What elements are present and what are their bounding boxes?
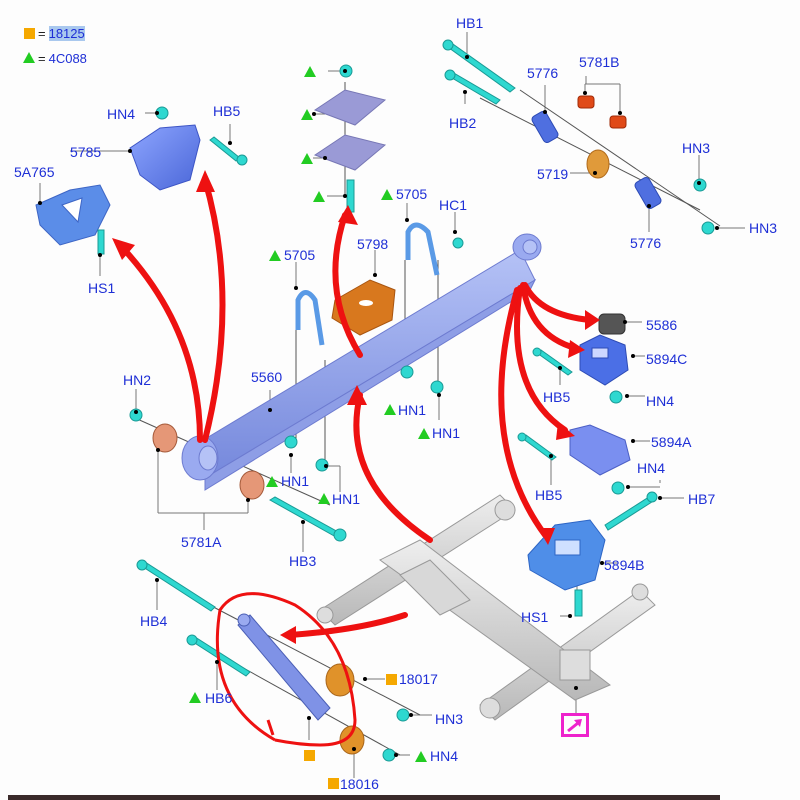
triangle-marker-icon xyxy=(23,52,35,63)
triangle-marker-icon xyxy=(301,109,313,120)
label-5776-bottom[interactable]: 5776 xyxy=(630,235,662,251)
fasteners xyxy=(97,39,715,762)
label-18017[interactable]: 18017 xyxy=(399,671,438,687)
triangle-marker-icon xyxy=(266,476,278,487)
bracket-5785 xyxy=(129,124,201,191)
square-marker-icon xyxy=(386,674,397,685)
label-5894a[interactable]: 5894A xyxy=(651,434,692,450)
label-hb5-top[interactable]: HB5 xyxy=(213,103,241,119)
label-hs1-bottom[interactable]: HS1 xyxy=(521,609,549,625)
spacer-plates xyxy=(313,89,387,171)
label-5719[interactable]: 5719 xyxy=(537,166,569,182)
label-5776-top[interactable]: 5776 xyxy=(527,65,559,81)
bottom-border xyxy=(8,795,720,800)
triangle-marker-icon xyxy=(381,189,393,200)
label-hs1-top[interactable]: HS1 xyxy=(88,280,116,296)
triangle-marker-icon xyxy=(304,66,316,77)
label-5705-left[interactable]: 5705 xyxy=(284,247,316,263)
label-hb5-mid[interactable]: HB5 xyxy=(543,389,571,405)
u-bolts-5705 xyxy=(295,222,440,346)
arrow-up-right-icon xyxy=(567,719,582,733)
label-5894b[interactable]: 5894B xyxy=(604,557,645,573)
label-hn4-bottom[interactable]: HN4 xyxy=(430,748,459,764)
triangle-marker-icon xyxy=(189,692,201,703)
label-5586[interactable]: 5586 xyxy=(646,317,678,333)
bracket-5894c xyxy=(579,334,629,386)
label-5798[interactable]: 5798 xyxy=(357,236,389,252)
bracket-5894a xyxy=(569,424,631,476)
triangle-marker-icon xyxy=(301,153,313,164)
bracket-5a765 xyxy=(35,184,111,246)
label-5705-right[interactable]: 5705 xyxy=(396,186,428,202)
label-hn4-top[interactable]: HN4 xyxy=(107,106,136,122)
label-5785[interactable]: 5785 xyxy=(70,144,102,160)
label-hn3-b[interactable]: HN3 xyxy=(749,220,778,236)
label-5560[interactable]: 5560 xyxy=(251,369,283,385)
label-hb4[interactable]: HB4 xyxy=(140,613,168,629)
legend-triangle-code[interactable]: 4C088 xyxy=(48,51,87,66)
label-hb3[interactable]: HB3 xyxy=(289,553,317,569)
bushings xyxy=(152,95,662,755)
bump-stop-5586 xyxy=(598,313,626,335)
square-marker-icon[interactable] xyxy=(304,750,315,761)
label-hn1-d[interactable]: HN1 xyxy=(332,491,361,507)
triangle-marker-icon xyxy=(415,751,427,762)
label-hb1[interactable]: HB1 xyxy=(456,15,484,31)
label-5781a[interactable]: 5781A xyxy=(181,534,222,550)
triangle-marker-icon xyxy=(313,191,325,202)
label-hn1-c[interactable]: HN1 xyxy=(281,473,310,489)
red-circle-annotation xyxy=(215,592,357,747)
shock-absorber-18125 xyxy=(237,613,331,721)
label-18016[interactable]: 18016 xyxy=(340,776,379,792)
label-hb6[interactable]: HB6 xyxy=(205,690,233,706)
label-hn1-b[interactable]: HN1 xyxy=(432,425,461,441)
red-arrows xyxy=(117,177,593,638)
legend-square: =18125 xyxy=(24,26,85,41)
label-hn3-a[interactable]: HN3 xyxy=(682,140,711,156)
square-marker-icon xyxy=(328,778,339,789)
arrow-heads xyxy=(112,170,600,644)
label-hb2[interactable]: HB2 xyxy=(449,115,477,131)
label-hn4-mid[interactable]: HN4 xyxy=(646,393,675,409)
label-hn4-right[interactable]: HN4 xyxy=(637,460,666,476)
label-hc1[interactable]: HC1 xyxy=(439,197,468,213)
spring-seat-5798 xyxy=(331,279,396,336)
triangle-marker-icon xyxy=(318,493,330,504)
label-5a765[interactable]: 5A765 xyxy=(14,164,55,180)
triangle-marker-icon xyxy=(269,250,281,261)
label-hb5-low[interactable]: HB5 xyxy=(535,487,563,503)
label-5894c[interactable]: 5894C xyxy=(646,351,688,367)
legend-square-code[interactable]: 18125 xyxy=(48,26,85,41)
square-marker-icon xyxy=(24,28,35,39)
triangle-marker-icon xyxy=(418,428,430,439)
label-hn2[interactable]: HN2 xyxy=(123,372,152,388)
triangle-marker-icon xyxy=(384,404,396,415)
label-hb7[interactable]: HB7 xyxy=(688,491,716,507)
label-hn1-a[interactable]: HN1 xyxy=(398,402,427,418)
label-5781b[interactable]: 5781B xyxy=(579,54,620,70)
leader-dots xyxy=(38,55,719,757)
legend-triangle: =4C088 xyxy=(23,51,87,66)
rear-axle-assembly xyxy=(316,494,656,721)
label-hn3-c[interactable]: HN3 xyxy=(435,711,464,727)
navigate-to-axle-button[interactable] xyxy=(561,713,589,737)
